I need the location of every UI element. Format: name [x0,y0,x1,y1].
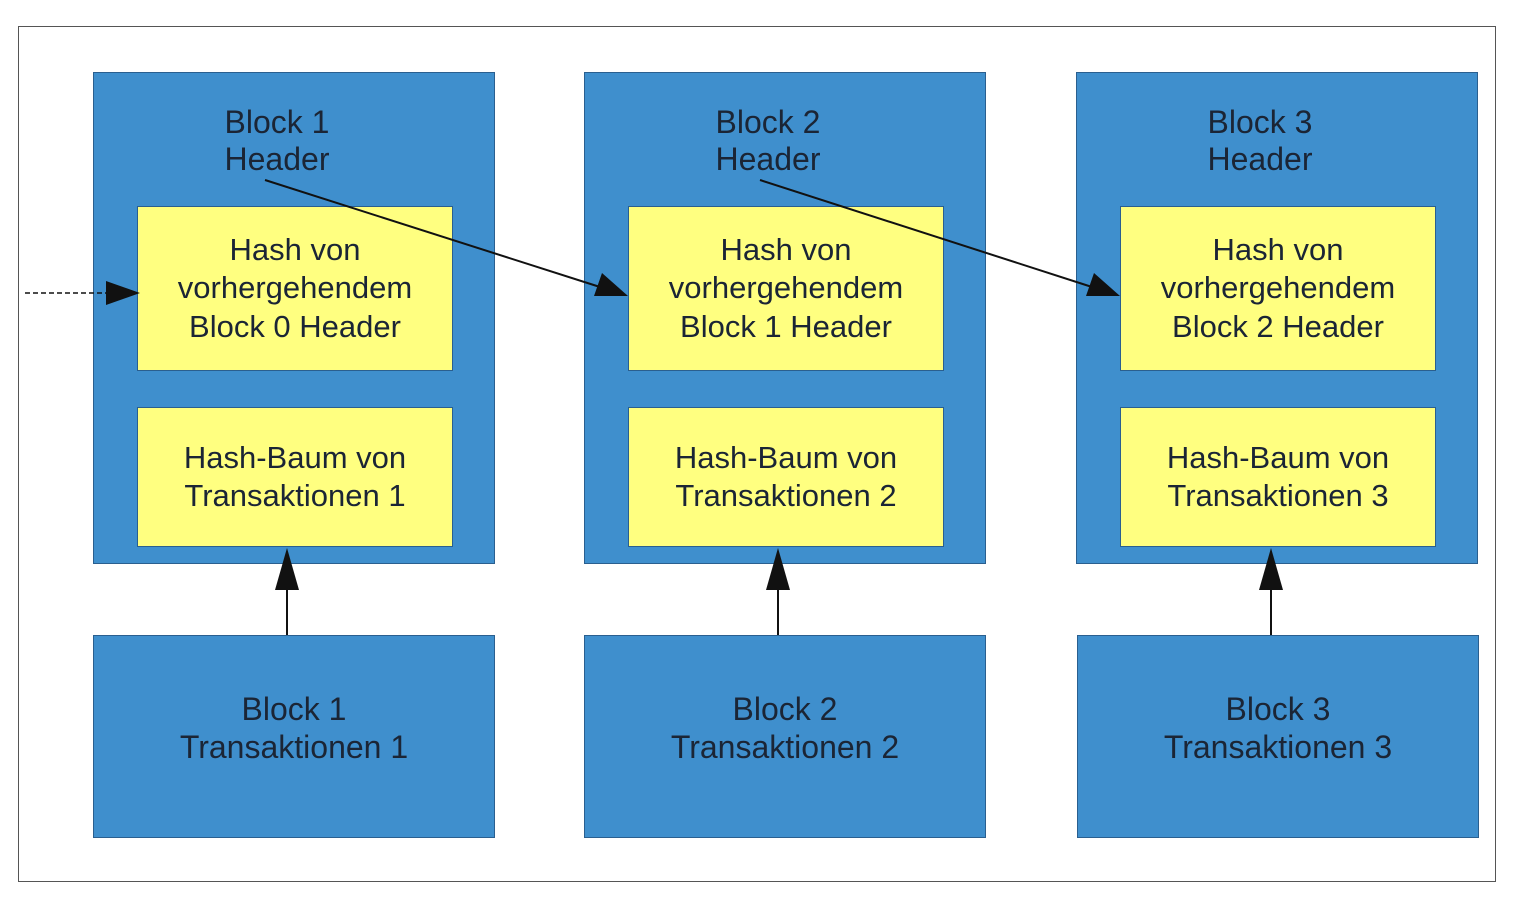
block-2-merkle-box: Hash-Baum von Transaktionen 2 [628,407,944,547]
block-2-header-title-line2: Header [715,141,821,177]
block-3-merkle-line1: Hash-Baum von [1166,439,1390,475]
block-3-prev-hash-box: Hash von vorhergehendem Block 2 Header [1120,206,1436,371]
block-2-transactions-line2: Transaktionen 2 [670,729,900,765]
block-3-merkle-box: Hash-Baum von Transaktionen 3 [1120,407,1436,547]
block-3-prev-hash-line1: Hash von [1212,231,1344,267]
block-2-prev-hash-label: Hash von vorhergehendem Block 1 Header [669,231,903,347]
block-2-prev-hash-box: Hash von vorhergehendem Block 1 Header [628,206,944,371]
block-1-transactions: Block 1 Transaktionen 1 [93,635,495,838]
block-3-transactions-line1: Block 3 [1225,691,1331,727]
block-1-prev-hash-line2: vorhergehendem [177,270,413,306]
block-1-merkle-line2: Transaktionen 1 [184,478,406,513]
block-1-prev-hash-line1: Hash von [229,231,361,267]
block-2-header-title-line1: Block 2 [715,104,821,140]
block-2-merkle-line2: Transaktionen 2 [675,478,897,513]
block-3-header-title-line2: Header [1207,141,1313,177]
block-3-header-title: Block 3 Header [1117,104,1403,178]
block-3-header-title-line1: Block 3 [1207,104,1313,140]
block-3-transactions: Block 3 Transaktionen 3 [1077,635,1479,838]
block-1-header: Block 1 Header Hash von vorhergehendem B… [93,72,495,564]
block-3-prev-hash-line3: Block 2 Header [1172,308,1384,344]
block-3-merkle-line2: Transaktionen 3 [1167,478,1389,513]
block-3-transactions-label: Block 3 Transaktionen 3 [1078,690,1478,766]
block-2-transactions-line1: Block 2 [732,691,838,727]
block-1-header-title-line1: Block 1 [224,104,330,140]
block-1-prev-hash-box: Hash von vorhergehendem Block 0 Header [137,206,453,371]
block-1-merkle-line1: Hash-Baum von [183,439,407,475]
block-1-merkle-label: Hash-Baum von Transaktionen 1 [184,439,406,516]
block-1-transactions-label: Block 1 Transaktionen 1 [94,690,494,766]
block-3-transactions-line2: Transaktionen 3 [1163,729,1393,765]
diagram-frame [18,26,1496,882]
block-1-header-title-line2: Header [224,141,330,177]
block-2-prev-hash-line1: Hash von [720,231,852,267]
block-3-merkle-label: Hash-Baum von Transaktionen 3 [1167,439,1389,516]
block-2-prev-hash-line2: vorhergehendem [668,270,904,306]
block-1-header-title: Block 1 Header [134,104,420,178]
block-1-prev-hash-line3: Block 0 Header [189,308,401,344]
block-2-merkle-line1: Hash-Baum von [674,439,898,475]
block-1-merkle-box: Hash-Baum von Transaktionen 1 [137,407,453,547]
block-3-header: Block 3 Header Hash von vorhergehendem B… [1076,72,1478,564]
block-1-transactions-line1: Block 1 [241,691,347,727]
block-3-prev-hash-label: Hash von vorhergehendem Block 2 Header [1161,231,1395,347]
block-2-merkle-label: Hash-Baum von Transaktionen 2 [675,439,897,516]
block-2-transactions: Block 2 Transaktionen 2 [584,635,986,838]
block-2-header: Block 2 Header Hash von vorhergehendem B… [584,72,986,564]
block-3-prev-hash-line2: vorhergehendem [1160,270,1396,306]
block-1-transactions-line2: Transaktionen 1 [179,729,409,765]
block-1-prev-hash-label: Hash von vorhergehendem Block 0 Header [178,231,412,347]
block-2-prev-hash-line3: Block 1 Header [680,308,892,344]
block-2-transactions-label: Block 2 Transaktionen 2 [585,690,985,766]
block-2-header-title: Block 2 Header [625,104,911,178]
